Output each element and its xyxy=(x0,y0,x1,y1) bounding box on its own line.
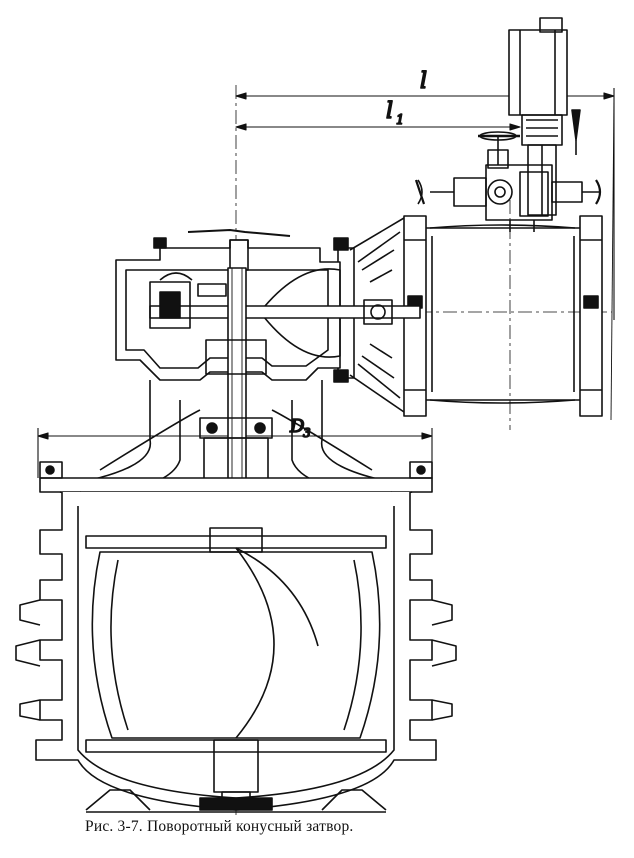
label-l: l xyxy=(420,69,427,94)
label-l1-subscript: 1 xyxy=(396,113,404,128)
actuator-housing xyxy=(403,215,603,417)
bonnet-housing xyxy=(115,229,421,383)
label-d3-subscript: 3 xyxy=(303,426,311,440)
figure-caption: Рис. 3-7. Поворотный конусный затвор. xyxy=(85,818,354,835)
valve-stem xyxy=(199,267,273,547)
dimension-l1 xyxy=(235,123,521,131)
label-l1: l xyxy=(386,99,393,124)
gear-reducer xyxy=(414,131,602,232)
electric-motor xyxy=(508,17,581,216)
valve-body xyxy=(15,492,457,813)
label-d3: D xyxy=(289,416,305,437)
